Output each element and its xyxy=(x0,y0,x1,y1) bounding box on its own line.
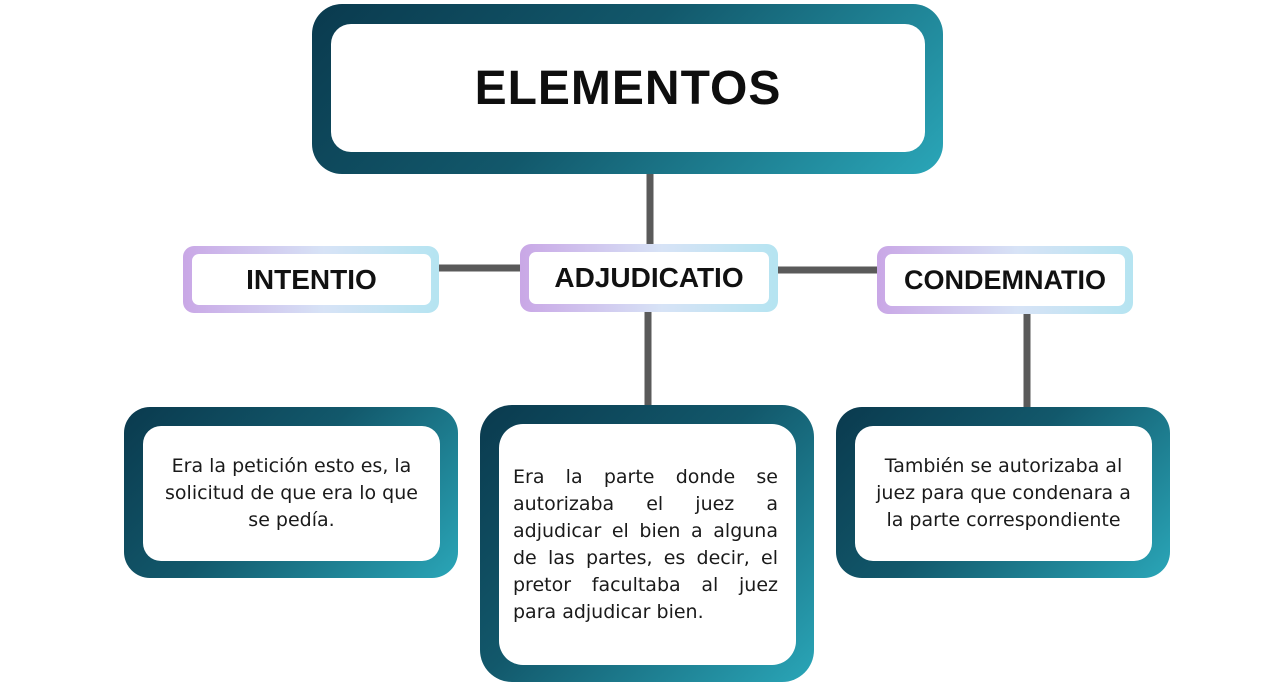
description-intentio-text: Era la petición esto es, la solicitud de… xyxy=(165,455,418,531)
description-box-intentio-inner: Era la petición esto es, la solicitud de… xyxy=(143,426,440,561)
description-condemnatio-text: También se autorizaba al juez para que c… xyxy=(876,455,1131,531)
branch-label-adjudicatio: ADJUDICATIO xyxy=(520,244,778,312)
description-box-adjudicatio: Era la parte donde se autorizaba el juez… xyxy=(480,405,814,682)
branch-label-intentio-inner: INTENTIO xyxy=(192,254,431,305)
branch-label-condemnatio-text: CONDEMNATIO xyxy=(904,264,1106,295)
root-node-inner: ELEMENTOS xyxy=(331,24,925,152)
branch-label-condemnatio-inner: CONDEMNATIO xyxy=(885,254,1125,306)
description-box-condemnatio: También se autorizaba al juez para que c… xyxy=(836,407,1170,578)
branch-label-condemnatio: CONDEMNATIO xyxy=(877,246,1133,314)
description-box-intentio: Era la petición esto es, la solicitud de… xyxy=(124,407,458,578)
branch-label-adjudicatio-inner: ADJUDICATIO xyxy=(529,252,769,304)
root-node: ELEMENTOS xyxy=(312,4,943,174)
branch-label-intentio: INTENTIO xyxy=(183,246,439,313)
description-adjudicatio-text: Era la parte donde se autorizaba el juez… xyxy=(513,465,778,623)
description-box-condemnatio-inner: También se autorizaba al juez para que c… xyxy=(855,426,1152,561)
branch-label-adjudicatio-text: ADJUDICATIO xyxy=(554,262,744,293)
root-title: ELEMENTOS xyxy=(474,61,782,115)
branch-label-intentio-text: INTENTIO xyxy=(246,263,377,295)
description-box-adjudicatio-inner: Era la parte donde se autorizaba el juez… xyxy=(499,424,796,665)
